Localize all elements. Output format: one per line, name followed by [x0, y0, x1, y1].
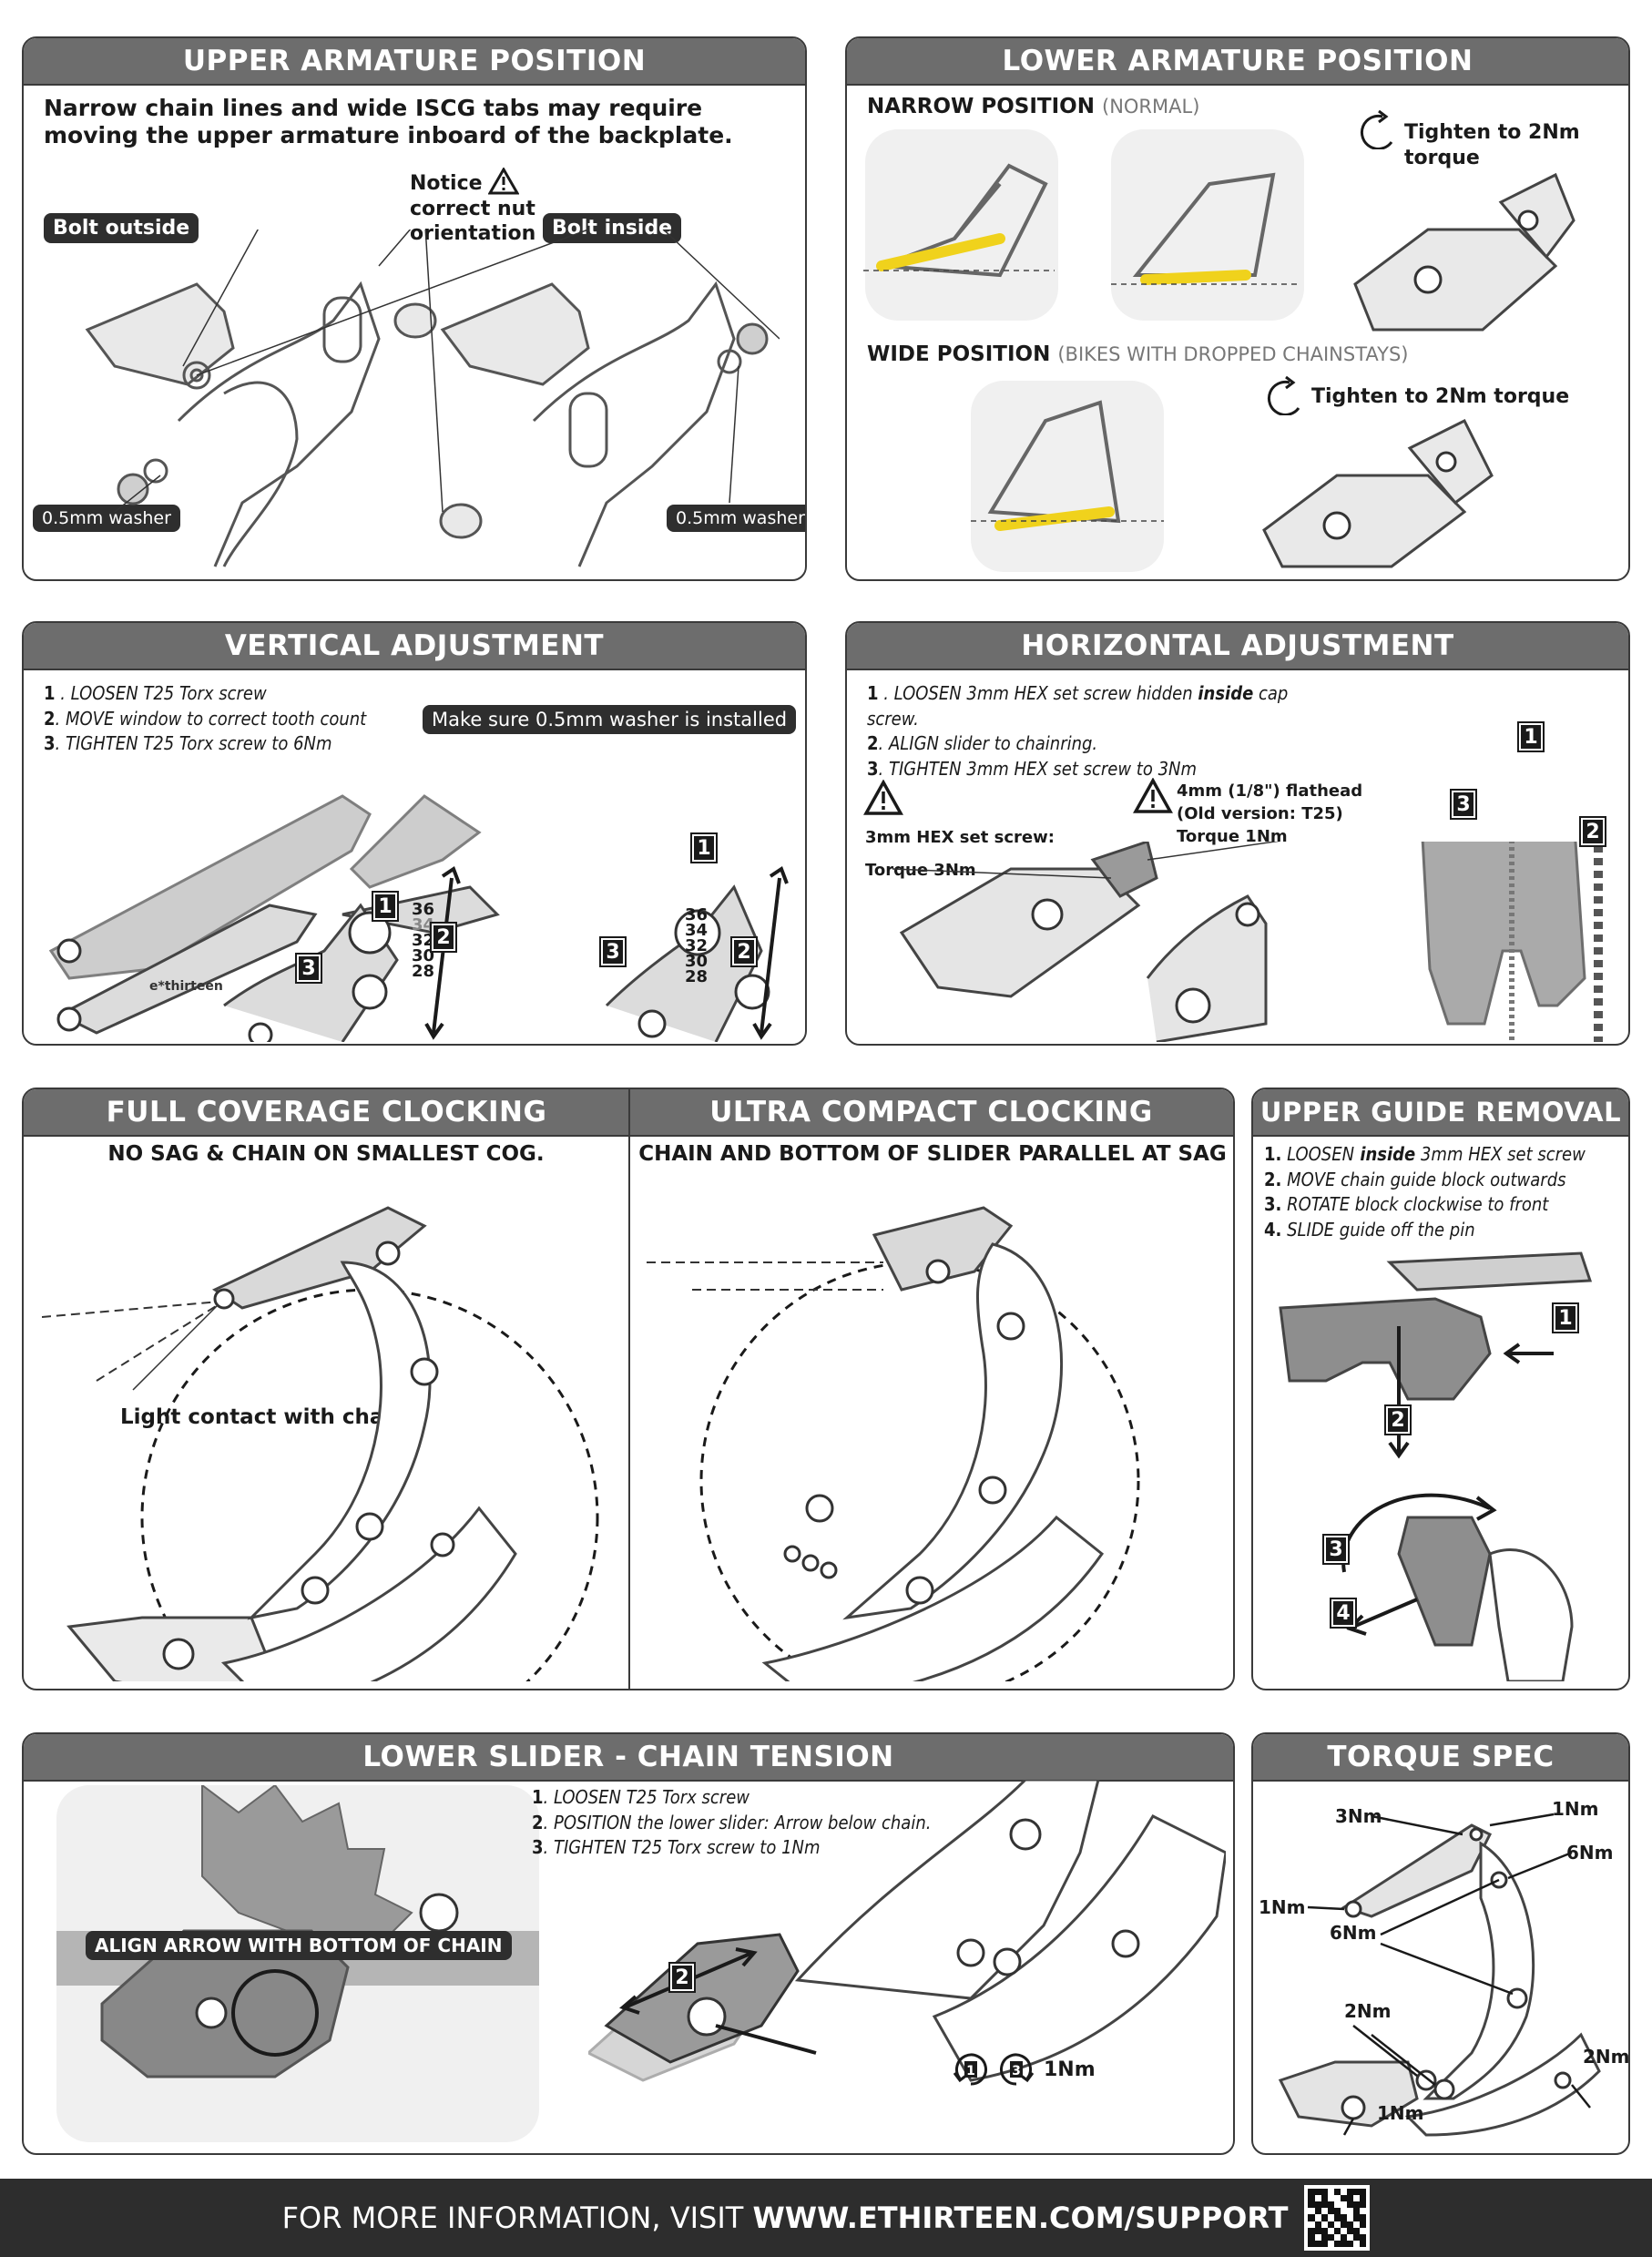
torque-icons: 1 1 3 3 1Nm	[953, 2051, 1096, 2088]
upper-guide-title: UPPER GUIDE REMOVAL	[1253, 1089, 1628, 1137]
upper-armature-illustration	[85, 230, 780, 567]
flathead-warning: 4mm (1/8") flathead (Old version: T25) T…	[1177, 781, 1363, 847]
washer-right-tag: 0.5mm washer	[667, 505, 805, 532]
lower-slider-title: LOWER SLIDER - CHAIN TENSION	[24, 1734, 1233, 1782]
step-number-2: 2	[430, 922, 457, 953]
warning-icon	[488, 168, 519, 195]
upper-guide-step: 4. SLIDE guide off the pin	[1264, 1218, 1475, 1241]
lower-slider-step: 2. POSITION the lower slider: Arrow belo…	[532, 1811, 932, 1833]
vertical-adjustment-panel: VERTICAL ADJUSTMENT 1 . LOOSEN T25 Torx …	[22, 621, 807, 1046]
loosen-icon: 1	[953, 2053, 987, 2086]
vertical-adjustment-title: VERTICAL ADJUSTMENT	[24, 623, 805, 670]
torque-label-6nm-right: 6Nm	[1566, 1842, 1614, 1864]
upper-guide-step: 2. MOVE chain guide block outwards	[1264, 1168, 1566, 1190]
rotate-arrow-icon	[1267, 375, 1300, 415]
loosen-icon-number: 1	[966, 2064, 975, 2078]
vertical-step: 3. TIGHTEN T25 Torx screw to 6Nm	[44, 732, 332, 755]
upper-guide-illustration	[1279, 1251, 1593, 1681]
step-number-3: 3	[1450, 789, 1477, 820]
torque-label-1nm-bottom: 1Nm	[1377, 2102, 1424, 2124]
horizontal-adjustment-panel: HORIZONTAL ADJUSTMENT 1 . LOOSEN 3mm HEX…	[845, 621, 1630, 1046]
full-coverage-title: FULL COVERAGE CLOCKING	[106, 1096, 547, 1128]
step-number-3: 3	[295, 953, 322, 984]
vertical-step: 2. MOVE window to correct tooth count	[44, 707, 367, 730]
wide-position-label: WIDE POSITION (BIKES WITH DROPPED CHAINS…	[867, 342, 1409, 366]
torque-label-2nm-right: 2Nm	[1583, 2046, 1630, 2068]
support-link[interactable]: WWW.ETHIRTEEN.COM/SUPPORT	[752, 2201, 1289, 2235]
horizontal-adjustment-title: HORIZONTAL ADJUSTMENT	[847, 623, 1628, 670]
bolt-outside-tag: Bolt outside	[44, 213, 199, 243]
step-number-1: 1	[690, 832, 718, 863]
lower-armature-illustration	[863, 129, 1576, 572]
torque-label-6nm-center: 6Nm	[1330, 1922, 1377, 1944]
step-number-1: 1	[372, 891, 399, 922]
tighten-icon: 3	[1000, 2053, 1035, 2086]
lower-slider-steps: 1. LOOSEN T25 Torx screw 2. POSITION the…	[532, 1785, 951, 1861]
tighten-icon-number: 3	[1012, 2064, 1021, 2078]
washer-reminder-tag: Make sure 0.5mm washer is installed	[423, 705, 797, 734]
qr-code-icon[interactable]	[1304, 2185, 1371, 2251]
torque-label-1nm-left: 1Nm	[1259, 1896, 1306, 1918]
lower-armature-title: LOWER ARMATURE POSITION	[847, 38, 1628, 86]
full-coverage-illustration	[42, 1206, 599, 1681]
footer-bar: FOR MORE INFORMATION, VISIT WWW.ETHIRTEE…	[0, 2179, 1652, 2257]
step-number-4: 4	[1330, 1598, 1357, 1629]
narrow-position-label: NARROW POSITION (NORMAL)	[867, 95, 1200, 118]
step-number-1: 1	[1552, 1302, 1579, 1333]
step-number-1: 1	[1517, 721, 1545, 752]
upper-guide-step: 3. ROTATE block clockwise to front	[1264, 1193, 1549, 1216]
ultra-compact-title: ULTRA COMPACT CLOCKING	[709, 1096, 1153, 1128]
step-number-2: 2	[1579, 816, 1606, 847]
clocking-divider	[628, 1089, 630, 1689]
torque-spec-panel: TORQUE SPEC	[1251, 1732, 1630, 2155]
step-number-2: 2	[1384, 1404, 1412, 1435]
lower-slider-step: 1. LOOSEN T25 Torx screw	[532, 1786, 750, 1808]
upper-armature-title: UPPER ARMATURE POSITION	[24, 38, 805, 86]
tooth-count-scale: 36 34 32 30 28	[685, 905, 709, 986]
upper-armature-panel: UPPER ARMATURE POSITION Narrow chain lin…	[22, 36, 807, 581]
vertical-adjustment-illustration: e*thirteen	[48, 794, 789, 1042]
torque-label-2nm-left: 2Nm	[1344, 2000, 1392, 2022]
step-number-2: 2	[730, 936, 758, 967]
step-number-3: 3	[1322, 1534, 1350, 1565]
washer-left-tag: 0.5mm washer	[33, 505, 180, 532]
footer-text: FOR MORE INFORMATION, VISIT WWW.ETHIRTEE…	[281, 2201, 1289, 2235]
lower-slider-panel: LOWER SLIDER - CHAIN TENSION ALIGN ARROW…	[22, 1732, 1235, 2155]
torque-note-bottom: Tighten to 2Nm torque	[1311, 385, 1570, 408]
torque-spec-illustration	[1278, 1813, 1601, 2137]
tooth-count-scale: 36 34 32 30 28	[412, 900, 435, 981]
upper-armature-intro: Narrow chain lines and wide ISCG tabs ma…	[44, 95, 733, 148]
warning-icon	[1133, 778, 1173, 813]
horizontal-step: 1 . LOOSEN 3mm HEX set screw hidden insi…	[867, 682, 1289, 730]
horizontal-adjustment-illustration	[892, 842, 1603, 1042]
upper-guide-step: 1. LOOSEN inside 3mm HEX set screw	[1264, 1143, 1586, 1165]
upper-guide-steps: 1. LOOSEN inside 3mm HEX set screw 2. MO…	[1264, 1142, 1628, 1242]
torque-note-top: Tighten to 2Nm torque	[1404, 121, 1580, 169]
align-arrow-tag: ALIGN ARROW WITH BOTTOM OF CHAIN	[86, 1931, 512, 1960]
brand-mark: e*thirteen	[149, 979, 223, 994]
torque-label-1nm-top: 1Nm	[1552, 1798, 1599, 1820]
vertical-steps: 1 . LOOSEN T25 Torx screw 2. MOVE window…	[44, 681, 426, 757]
ultra-compact-illustration	[647, 1206, 1140, 1681]
nut-orientation-notice: Notice correct nut orientation	[410, 172, 536, 245]
full-coverage-subtitle: NO SAG & CHAIN ON SMALLEST COG.	[107, 1142, 545, 1166]
horizontal-step: 2. ALIGN slider to chainring.	[867, 732, 1098, 755]
ultra-compact-subtitle: CHAIN AND BOTTOM OF SLIDER PARALLEL AT S…	[638, 1142, 1227, 1166]
horizontal-step: 3. TIGHTEN 3mm HEX set screw to 3Nm	[867, 757, 1198, 780]
horizontal-steps: 1 . LOOSEN 3mm HEX set screw hidden insi…	[867, 681, 1341, 781]
vertical-step: 1 . LOOSEN T25 Torx screw	[44, 682, 267, 704]
lower-slider-step: 3. TIGHTEN T25 Torx screw to 1Nm	[532, 1836, 821, 1859]
lower-armature-panel: LOWER ARMATURE POSITION NARROW POSITION …	[845, 36, 1630, 581]
slider-torque-value: 1Nm	[1044, 2058, 1096, 2081]
clocking-panel: FULL COVERAGE CLOCKING ULTRA COMPACT CLO…	[22, 1088, 1235, 1690]
upper-guide-panel: UPPER GUIDE REMOVAL 1. LOOSEN inside 3mm…	[1251, 1088, 1630, 1690]
rotate-arrow-icon	[1360, 109, 1393, 149]
chain-alignment-illustration	[56, 1785, 539, 2078]
step-number-3: 3	[599, 936, 627, 967]
warning-icon	[863, 780, 903, 815]
torque-label-3nm: 3Nm	[1335, 1805, 1382, 1827]
step-number-2: 2	[668, 1962, 696, 1993]
torque-spec-title: TORQUE SPEC	[1253, 1734, 1628, 1782]
